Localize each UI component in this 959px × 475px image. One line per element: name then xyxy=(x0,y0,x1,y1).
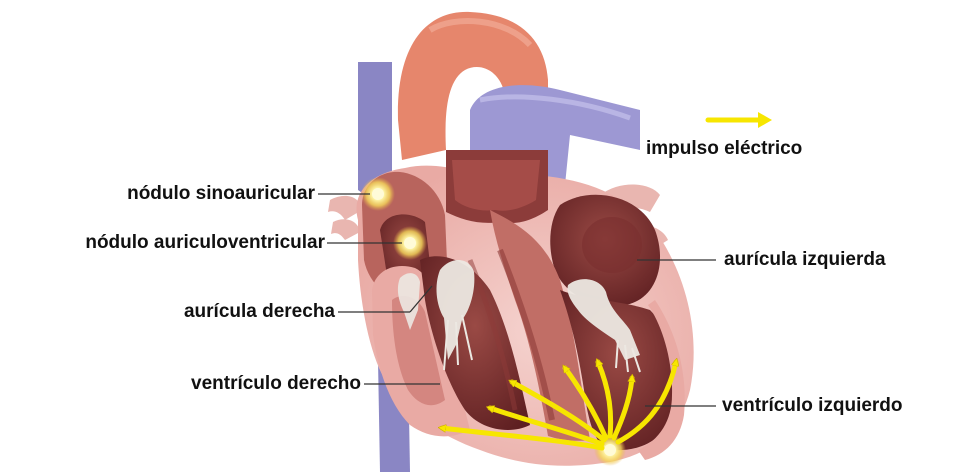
label-left-atrium: aurícula izquierda xyxy=(724,249,886,271)
label-right-atrium: aurícula derecha xyxy=(184,301,335,323)
legend-label: impulso eléctrico xyxy=(646,138,802,160)
label-right-ventricle: ventrículo derecho xyxy=(191,373,361,395)
legend-arrow xyxy=(708,112,772,128)
label-sa-node: nódulo sinoauricular xyxy=(127,183,315,205)
label-av-node: nódulo auriculoventricular xyxy=(85,232,325,254)
label-left-ventricle: ventrículo izquierdo xyxy=(722,395,903,417)
